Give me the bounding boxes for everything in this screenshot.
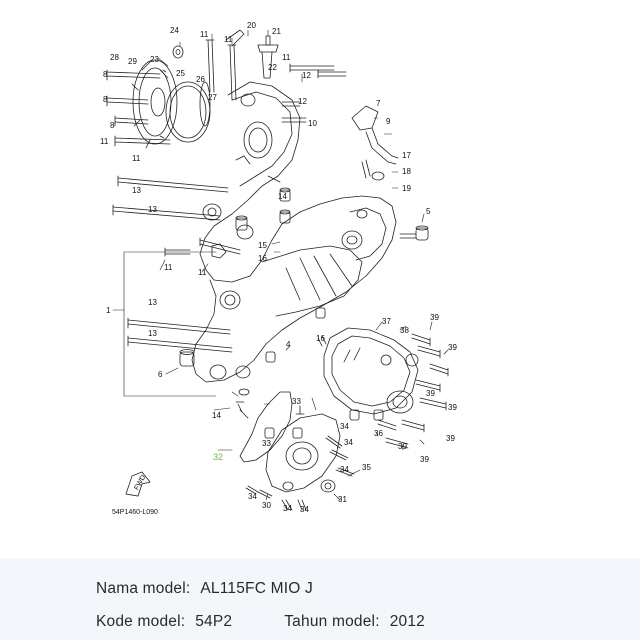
model-year-value: 2012: [389, 613, 425, 630]
forward-arrow-icon: FWD: [125, 471, 151, 497]
part-callout-39: 39: [420, 455, 429, 464]
part-callout-33: 33: [292, 397, 301, 406]
oil-filler-cap: [225, 29, 279, 79]
part-callout-36: 36: [374, 429, 383, 438]
model-code-value: 54P2: [195, 613, 233, 630]
part-callout-34: 34: [340, 465, 349, 474]
part-callout-39: 39: [448, 343, 457, 352]
part-callout-39: 39: [430, 313, 439, 322]
long-studs: [112, 175, 233, 353]
part-callout-13: 13: [148, 329, 157, 338]
part-callout-27: 27: [208, 93, 217, 102]
crankcase-left-half: [191, 81, 397, 383]
part-callout-15: 15: [258, 241, 267, 250]
part-callout-7: 7: [376, 99, 381, 108]
leader-lines: [112, 29, 449, 501]
part-callout-14: 14: [278, 192, 287, 201]
part-callout-12: 12: [298, 97, 307, 106]
part-callout-39: 39: [448, 403, 457, 412]
part-callout-8: 8: [103, 95, 108, 104]
drawing-code-label: 54P1460-L090: [112, 509, 158, 516]
part-callout-19: 19: [402, 184, 411, 193]
part-callout-13: 13: [148, 205, 157, 214]
part-callout-6: 6: [158, 370, 163, 379]
part-callout-26: 26: [196, 75, 205, 84]
bolts-left: [106, 39, 347, 257]
part-callout-10: 10: [308, 119, 317, 128]
part-callout-23: 23: [150, 55, 159, 64]
part-callout-1: 1: [106, 306, 111, 315]
part-callout-38: 38: [400, 326, 409, 335]
breather-hose: [351, 105, 399, 181]
model-code-label: Kode model:: [96, 613, 186, 630]
part-callout-33: 33: [262, 439, 271, 448]
part-callout-29: 29: [128, 57, 137, 66]
model-code-row: Kode model: 54P2 Tahun model: 2012: [96, 613, 425, 631]
part-callout-11: 11: [132, 154, 141, 163]
part-callout-13: 13: [132, 186, 141, 195]
part-callout-39: 39: [446, 434, 455, 443]
part-callout-34: 34: [344, 438, 353, 447]
part-callout-37: 37: [382, 317, 391, 326]
part-callout-34: 34: [283, 504, 292, 513]
part-callout-4: 4: [286, 340, 291, 349]
part-callout-39: 39: [398, 442, 407, 451]
part-callout-11: 11: [164, 263, 173, 272]
part-callout-34: 34: [248, 492, 257, 501]
part-callout-39: 39: [426, 389, 435, 398]
oring-27: [199, 81, 211, 127]
part-callout-18: 18: [402, 167, 411, 176]
model-name-label: Nama model:: [96, 580, 191, 597]
part-callout-11: 11: [200, 30, 209, 39]
part-callout-22: 22: [268, 63, 277, 72]
part-callout-11: 11: [100, 137, 109, 146]
part-callout-16: 16: [316, 334, 325, 343]
part-callout-8: 8: [103, 70, 108, 79]
bolts-lower: [235, 335, 327, 419]
dowel-pins: [179, 187, 429, 439]
part-callout-25: 25: [176, 69, 185, 78]
part-callout-8: 8: [110, 121, 115, 130]
part-callout-28: 28: [110, 53, 119, 62]
crankcase-diagram-svg: FWD 54P1460-L090 14567888910111111111111…: [100, 21, 457, 516]
part-callout-35: 35: [362, 463, 371, 472]
part-callout-12: 12: [302, 71, 311, 80]
transmission-cover-37: [323, 327, 419, 415]
part-callout-11: 11: [224, 35, 233, 44]
part-callout-16: 16: [258, 254, 267, 263]
part-callout-11: 11: [282, 53, 291, 62]
gasket-32: [239, 391, 293, 463]
model-info-panel: Nama model: AL115FC MIO J Kode model: 54P2…: [0, 558, 640, 640]
part-callout-21: 21: [272, 27, 281, 36]
part-callout-30: 30: [262, 501, 271, 510]
part-callout-5: 5: [426, 207, 431, 216]
part-callout-31: 31: [338, 495, 347, 504]
part-callout-24: 24: [170, 26, 179, 35]
part-callout-13: 13: [148, 298, 157, 307]
part-callout-32: 32: [213, 452, 223, 462]
part-callout-34: 34: [340, 422, 349, 431]
part-callout-34: 34: [300, 505, 309, 514]
model-name-row: Nama model: AL115FC MIO J: [96, 580, 313, 598]
part-callout-14: 14: [212, 411, 221, 420]
left-cover-assembly: [131, 45, 211, 149]
bolts-right: [377, 233, 449, 449]
part-callout-20: 20: [247, 21, 256, 30]
model-year-label: Tahun model:: [284, 613, 380, 630]
bearing-cover-30: [265, 413, 341, 493]
part-callout-9: 9: [386, 117, 391, 126]
model-name-value: AL115FC MIO J: [200, 580, 313, 597]
part-callout-17: 17: [402, 151, 411, 160]
part-callout-11: 11: [198, 268, 207, 277]
